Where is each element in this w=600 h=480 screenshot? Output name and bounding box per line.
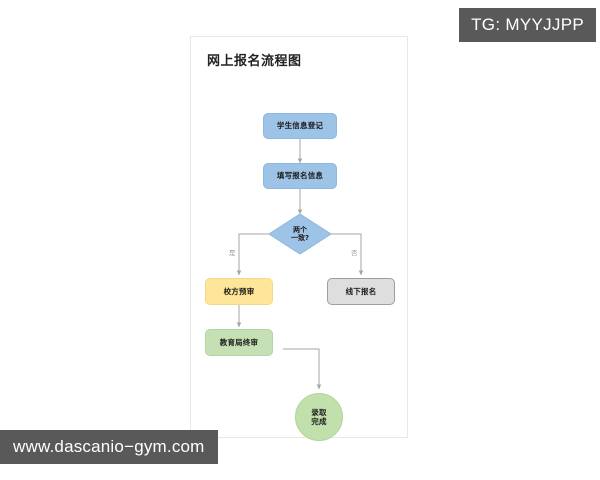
node-register-label: 学生信息登记 [276, 121, 324, 131]
node-school-review[interactable]: 校方预审 [205, 278, 273, 305]
tg-badge: TG: MYYJJPP [459, 8, 596, 42]
decision-diamond [268, 213, 332, 255]
node-admitted-label-line1: 录取 [311, 407, 327, 417]
node-school-review-label: 校方预审 [223, 286, 255, 296]
node-fill-form[interactable]: 填写报名信息 [263, 163, 337, 189]
node-bureau-final-review[interactable]: 教育局终审 [205, 329, 273, 356]
node-admitted[interactable]: 录取 完成 [295, 393, 343, 441]
url-watermark: www.dascanio−gym.com [0, 430, 218, 464]
page-title: 网上报名流程图 [207, 54, 302, 69]
node-register[interactable]: 学生信息登记 [263, 113, 337, 139]
flowchart-card: 网上报名流程图 [190, 36, 409, 441]
flowchart-canvas: 学生信息登记 填写报名信息 两个 一致? 是 否 校方预审 线下报名 [191, 37, 409, 441]
node-admitted-label-line2: 完成 [311, 417, 327, 426]
node-bureau-final-review-label: 教育局终审 [219, 337, 259, 347]
node-offline-register-label: 线下报名 [345, 286, 377, 296]
edge-label-no: 否 [351, 249, 358, 257]
node-fill-form-label: 填写报名信息 [276, 171, 324, 181]
node-offline-register[interactable]: 线下报名 [327, 278, 395, 305]
flow-connectors [236, 139, 364, 390]
edge-label-yes: 是 [229, 249, 236, 257]
